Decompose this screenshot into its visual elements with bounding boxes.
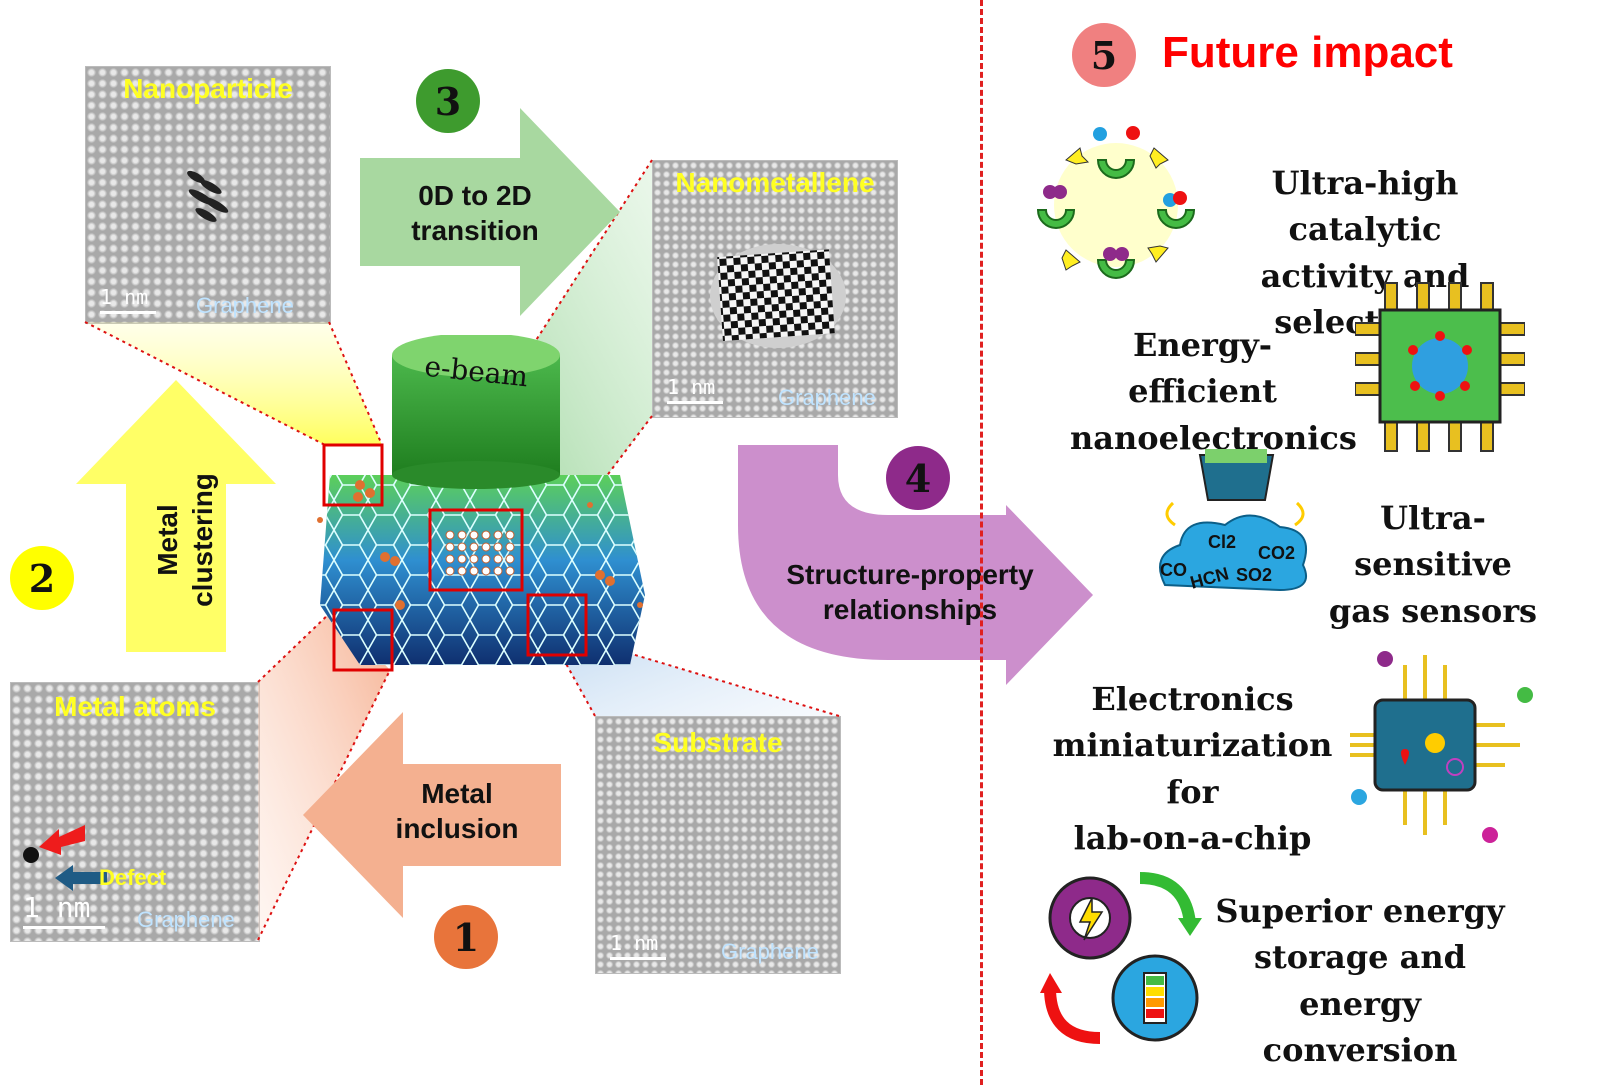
step2-label: Metal clustering bbox=[152, 473, 218, 607]
scale-bar: 1 nm bbox=[100, 285, 156, 314]
tem-title: Substrate bbox=[653, 727, 783, 758]
gas-co2: CO2 bbox=[1258, 543, 1296, 563]
nanoparticle-image bbox=[187, 170, 229, 222]
tem-title: Metal atoms bbox=[54, 691, 216, 722]
step4-badge: 4 bbox=[886, 446, 950, 510]
scale-bar: 1 nm bbox=[610, 931, 666, 960]
tem-panel-substrate: Substrate 1 nm Graphene bbox=[595, 716, 841, 974]
graphene-label: Graphene bbox=[721, 939, 819, 964]
section-divider bbox=[980, 0, 983, 1085]
defect-dot bbox=[23, 847, 39, 863]
gas-sensor-icon bbox=[1159, 449, 1308, 592]
impact-nanoelectronics-label: Energy-efficient nanoelectronics bbox=[1070, 326, 1357, 457]
step1-label: Metal inclusion bbox=[395, 778, 519, 844]
step3-label: 0D to 2D transition bbox=[411, 180, 539, 246]
step5-badge: 5 bbox=[1072, 23, 1136, 87]
nanometallene-image bbox=[710, 244, 846, 348]
tem-panel-nanoparticle: Nanoparticle 1 nm Graphene bbox=[85, 66, 331, 324]
energy-gears-icon bbox=[1040, 872, 1202, 1044]
microchip-icon bbox=[1355, 282, 1525, 452]
step4-label: Structure-property relationships bbox=[786, 559, 1034, 625]
step2-badge: 2 bbox=[10, 546, 74, 610]
tem-panel-metal-atoms: Metal atoms Defect 1 nm Graphene bbox=[10, 682, 260, 942]
defect-label: Defect bbox=[99, 865, 167, 890]
step3-number: 3 bbox=[434, 78, 462, 124]
red-arrow-icon bbox=[39, 825, 85, 855]
step3-badge: 3 bbox=[416, 69, 480, 133]
arrow-step3 bbox=[360, 108, 620, 316]
lab-on-chip-icon bbox=[1350, 651, 1533, 843]
graphene-label: Graphene bbox=[196, 293, 294, 318]
arrow-step4 bbox=[738, 445, 1093, 685]
step2-number: 2 bbox=[28, 555, 56, 601]
impact-gas-sensor-label: Ultra-sensitive gas sensors bbox=[1328, 499, 1538, 630]
tem-title: Nanometallene bbox=[675, 167, 875, 198]
catalysis-cycle-icon bbox=[1036, 126, 1196, 279]
arrow-step2 bbox=[76, 380, 276, 652]
blue-arrow-icon bbox=[55, 865, 107, 891]
tem-title: Nanoparticle bbox=[123, 73, 293, 104]
future-impact-title: Future impact bbox=[1162, 28, 1453, 77]
graphene-label: Graphene bbox=[137, 907, 235, 932]
step1-number: 1 bbox=[452, 914, 480, 960]
impact-lab-on-chip-label: Electronics miniaturization for lab-on-a… bbox=[1052, 680, 1333, 858]
gas-co: CO bbox=[1160, 560, 1187, 580]
gas-cl2: Cl2 bbox=[1208, 532, 1237, 552]
step1-badge: 1 bbox=[434, 905, 498, 969]
gas-so2: SO2 bbox=[1236, 565, 1273, 585]
scale-bar: 1 nm bbox=[667, 375, 723, 404]
step5-number: 5 bbox=[1090, 32, 1118, 78]
scale-bar: 1 nm bbox=[23, 891, 105, 929]
tem-panel-nanometallene: Nanometallene 1 nm Graphene bbox=[652, 160, 898, 418]
impact-energy-label: Superior energy storage and energy conve… bbox=[1215, 892, 1505, 1070]
graphene-sheet-illustration: e-beam bbox=[317, 335, 645, 672]
graphene-label: Graphene bbox=[778, 385, 876, 410]
step4-number: 4 bbox=[904, 455, 932, 501]
arrow-step1 bbox=[303, 712, 561, 918]
